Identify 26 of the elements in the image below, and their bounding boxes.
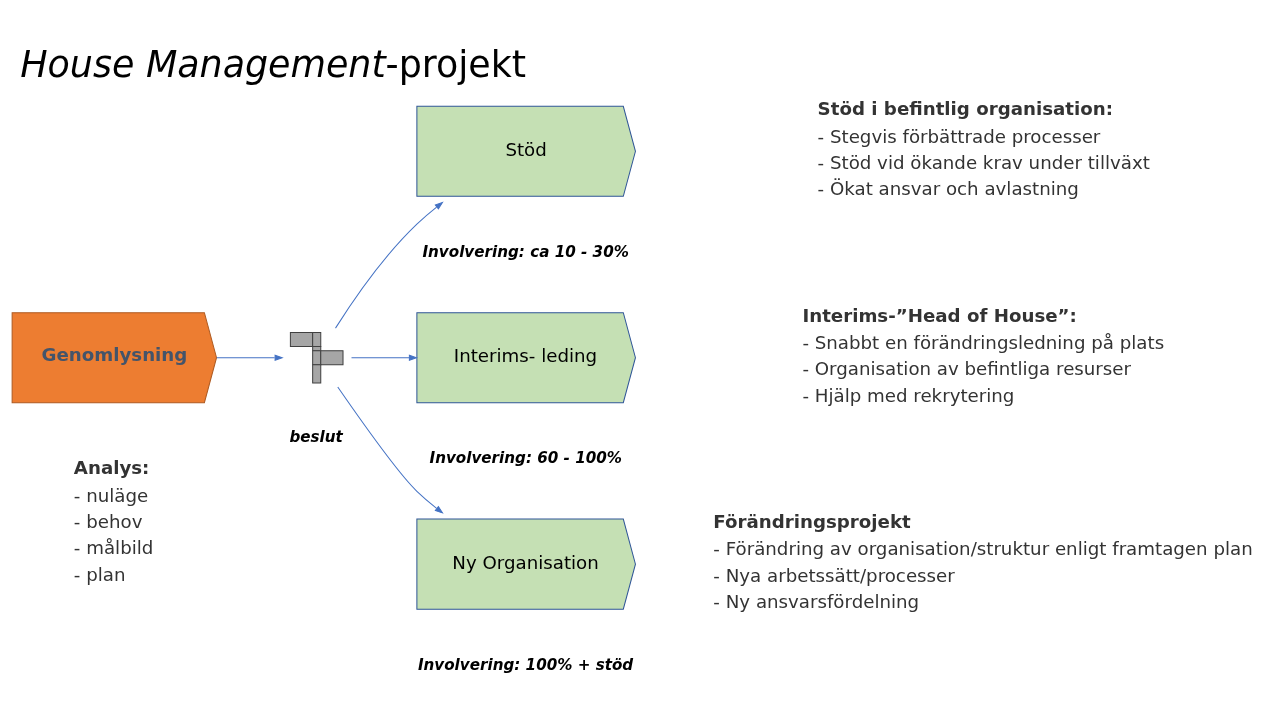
label: - Ökat ansvar och avlastning — [817, 177, 1079, 199]
arrow — [351, 354, 418, 361]
diagram-title: House Management-projekt — [20, 42, 527, 86]
node-label: Involvering: 60 - 100% — [429, 448, 623, 467]
arrow — [216, 354, 284, 361]
label: - Nya arbetssätt/processer — [713, 564, 955, 586]
label: - Stegvis förbättrade processer — [817, 125, 1101, 147]
label: - plan — [73, 563, 126, 585]
label: Stöd i befintlig organisation: — [817, 97, 1114, 119]
node-label: beslut — [289, 427, 343, 446]
label: - nuläge — [73, 484, 149, 506]
label: Förändringsprojekt — [713, 510, 911, 532]
arrow — [337, 386, 444, 514]
arrow — [335, 201, 444, 329]
label: - Stöd vid ökande krav under tillväxt — [817, 151, 1150, 173]
label: - Hjälp med rekrytering — [802, 384, 1015, 406]
label: - behov — [73, 510, 143, 532]
node-label: Involvering: 100% + stöd — [417, 655, 634, 674]
label: Analys: — [73, 456, 150, 478]
label: - Organisation av befintliga resurser — [802, 357, 1132, 379]
label: - Snabbt en förändringsledning på plats — [802, 331, 1165, 353]
label: - Ny ansvarsfördelning — [713, 590, 920, 612]
label: - Förändring av organisation/struktur enligt framtagen plan — [713, 537, 1253, 559]
node-label: Involvering: ca 10 - 30% — [422, 242, 629, 261]
label: Interims-”Head of House”: — [802, 304, 1077, 326]
label: - målbild — [73, 536, 154, 558]
